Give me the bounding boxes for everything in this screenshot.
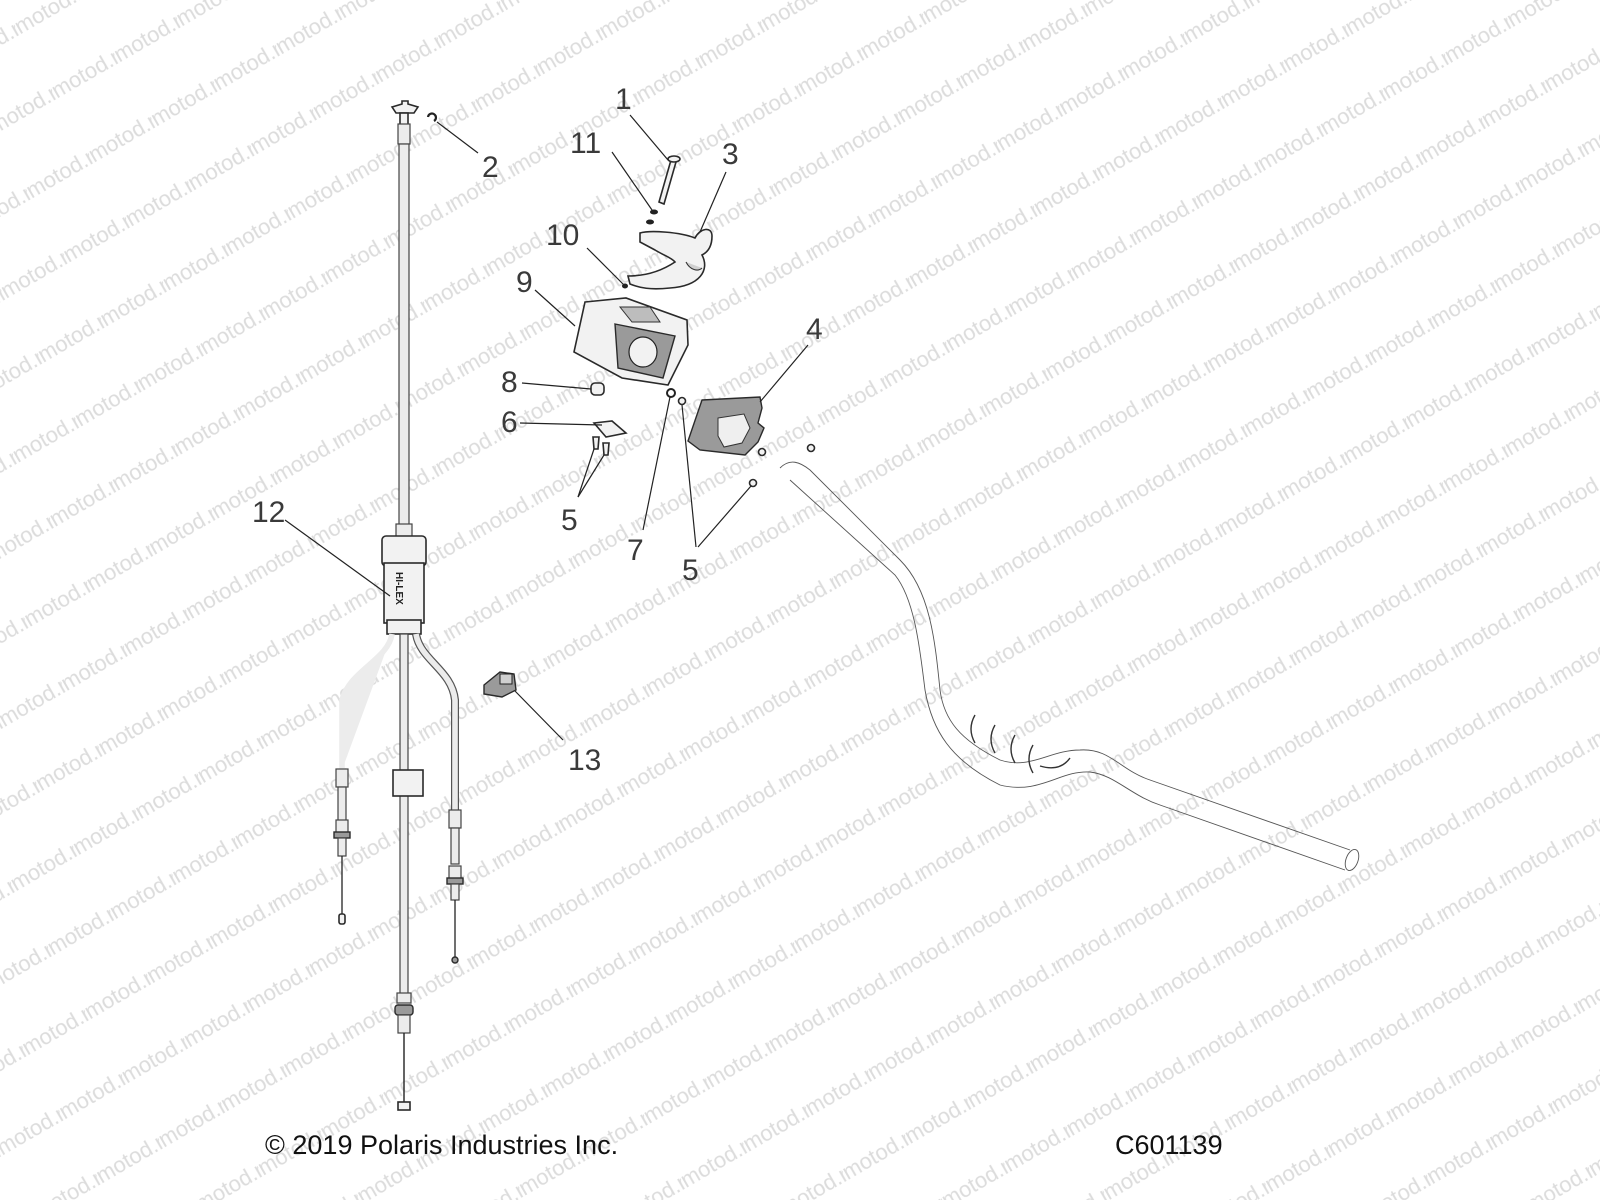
- callout-12: 12: [252, 496, 286, 529]
- pin-part-1: [658, 155, 681, 206]
- screw-part-5-left: [592, 436, 610, 456]
- washer-part-7: [666, 388, 676, 398]
- callout-1: 1: [615, 83, 632, 116]
- connector-part-13: [483, 671, 517, 698]
- callout-3: 3: [722, 138, 739, 171]
- leader-lines: [284, 114, 809, 741]
- callout-4: 4: [806, 313, 823, 346]
- splitter-brand-text: HI-LEX: [393, 572, 404, 605]
- callout-13: 13: [568, 744, 602, 777]
- callout-11: 11: [570, 127, 602, 160]
- cable-assembly-part-12: HI-LEX: [333, 100, 464, 1111]
- plug-part-8: [590, 382, 605, 396]
- callout-5-right: 5: [682, 554, 699, 587]
- screw-part-5-right: [677, 396, 816, 488]
- callout-7: 7: [627, 534, 644, 567]
- handlebar-outline: [779, 461, 1360, 871]
- figure-code: C601139: [1115, 1130, 1223, 1160]
- callout-5-left: 5: [561, 504, 578, 537]
- clip-part-2: [426, 112, 437, 122]
- washer-part-11: [646, 209, 658, 225]
- throttle-lever-part-3: [626, 228, 713, 290]
- housing-part-9: [573, 297, 689, 386]
- callout-2: 2: [482, 151, 499, 184]
- clamp-cover-part-4: [687, 396, 765, 456]
- copyright-text: © 2019 Polaris Industries Inc.: [265, 1130, 619, 1160]
- callout-8: 8: [501, 366, 518, 399]
- callout-10: 10: [546, 219, 580, 252]
- callout-6: 6: [501, 406, 518, 439]
- callout-9: 9: [516, 266, 533, 299]
